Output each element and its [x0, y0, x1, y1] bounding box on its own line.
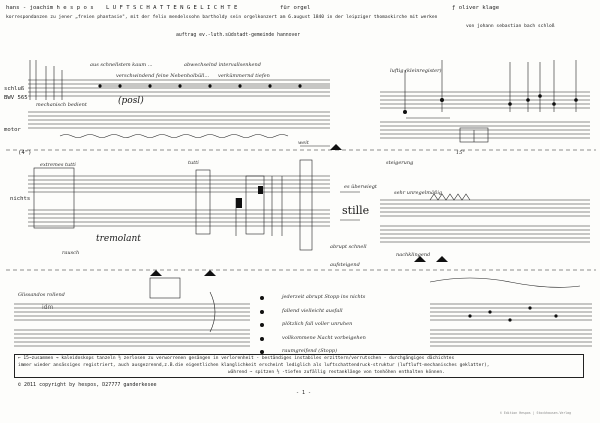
staff-label: (4") — [18, 150, 32, 156]
list-item: jederzeit abrupt Stopp ins nichts — [282, 294, 366, 300]
list-item: vollkommene Nacht vorbeigehen — [282, 335, 366, 341]
annotation: abwechselnd intervallsenkend — [184, 62, 261, 68]
annotation: verschwindend feine Nebenholbüll... — [116, 73, 210, 79]
list-item: plötzlich fall voller unruhen — [282, 321, 353, 327]
registration: (posl) — [118, 96, 144, 106]
dedication: ƒ oliver klage — [452, 5, 500, 11]
publisher-note: © Edition Hespos | Stockhausen-Verlag — [500, 411, 572, 415]
copyright: © 2011 copyright by hespos, D27777 gande… — [18, 382, 157, 388]
annotation: es überwiegt — [344, 184, 377, 190]
commission-line: auftrag ev.-luth.südstadt-gemeinde hanno… — [176, 33, 301, 38]
description-line: korrespondanzen zu jener „freien phantas… — [6, 15, 438, 20]
staff-label: schluß — [4, 86, 25, 92]
staff-label: motor — [4, 127, 21, 133]
instrument: für orgel — [280, 5, 311, 11]
description-line: von johann sebastian bach schloß — [466, 24, 555, 29]
annotation: extremes tutti — [40, 162, 76, 168]
annotation: tremolant — [96, 234, 141, 244]
annotation: weit — [298, 140, 309, 146]
annotation: tutti — [188, 160, 199, 166]
annotation: steigerung — [386, 160, 414, 166]
staff-label: nichts — [10, 196, 31, 202]
annotation: sehr unregelmäßig — [394, 190, 443, 196]
composer-name: hans - joachim h e s p o s — [6, 5, 94, 11]
duration: 15" — [456, 150, 465, 156]
annotation: aufsteigend — [330, 262, 360, 268]
annotation: stille — [342, 204, 370, 217]
performance-notes: immer wieder ansässiges registriert, auc… — [18, 363, 490, 368]
work-title: L U F T S C H A T T E N G E L I C H T E — [106, 5, 238, 11]
annotation: nachklingend — [396, 252, 431, 258]
annotation: abrupt schnell — [330, 244, 367, 250]
list-item: fallend vielleicht ausfall — [282, 308, 343, 314]
performance-notes-box — [14, 354, 584, 378]
performance-notes: während ~ spitzen ½ -tiefen zufällig res… — [228, 370, 445, 375]
page-number: - 1 - — [296, 390, 312, 396]
idm-stamp: idm — [42, 304, 54, 311]
staff-label: Glissandos rollend — [18, 292, 65, 298]
list-item: raumgreifend (Stopp) — [282, 348, 338, 354]
performance-notes: ← 15~zusammen → kaleidoskops tanzeln ½ z… — [18, 356, 455, 361]
annotation: verkümmernd tiefen — [218, 73, 270, 79]
annotation: luftig (kleinregister) — [390, 68, 442, 74]
annotation: rausch — [62, 250, 80, 256]
staff-label: BWV 565 — [4, 95, 28, 101]
annotation: aus schnellstem kaum ... — [90, 62, 153, 68]
annotation: mechanisch bedient — [36, 102, 87, 108]
